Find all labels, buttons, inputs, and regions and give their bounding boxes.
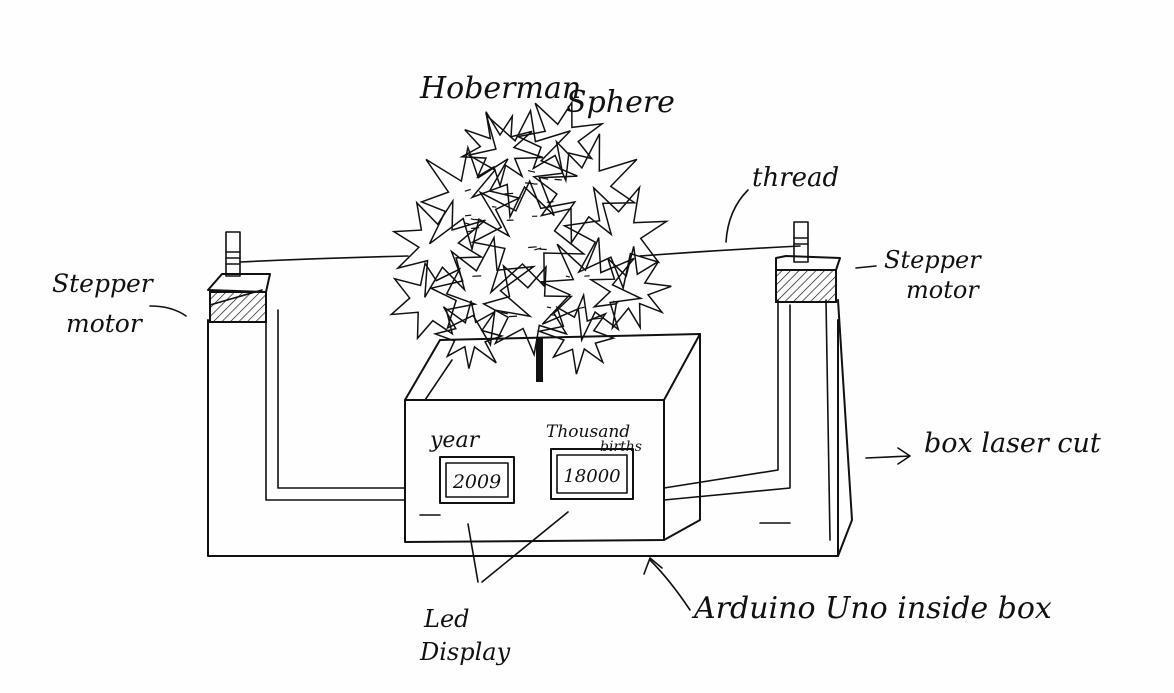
stepper-right-leader <box>855 265 877 269</box>
sphere-segment <box>515 99 605 184</box>
sphere-segment <box>459 111 544 189</box>
sphere-detail-mark <box>465 222 470 225</box>
arduino-arrow <box>643 557 691 611</box>
sphere-detail-mark <box>464 214 472 217</box>
sphere-detail-mark <box>508 315 518 318</box>
sphere-detail-mark <box>546 201 554 203</box>
births-caption-line1: Thousand <box>546 422 630 442</box>
births-caption-line2: births <box>600 439 642 455</box>
sphere-detail-mark <box>549 314 556 316</box>
sphere-detail-mark <box>578 306 585 310</box>
sphere-detail-mark <box>534 247 542 251</box>
sphere-segment <box>481 263 574 358</box>
stepper-left-label-line2: motor <box>66 309 144 338</box>
sphere-segment <box>419 144 522 253</box>
led-label-line2: Display <box>419 638 511 666</box>
sphere-detail-mark <box>474 218 480 221</box>
sphere-detail-mark <box>565 275 571 278</box>
sphere-detail-mark <box>467 230 474 233</box>
sphere-segment <box>432 300 505 369</box>
sphere-detail-mark <box>593 317 602 320</box>
arduino-label: Arduino Uno inside box <box>691 591 1052 626</box>
led-leader-2 <box>481 511 569 583</box>
sphere-detail-mark <box>527 170 536 173</box>
sphere-detail-mark <box>613 300 619 304</box>
sphere-label-line2: Sphere <box>566 85 675 120</box>
sphere-segment <box>588 246 672 331</box>
sphere-segment <box>428 235 537 348</box>
sphere-detail-mark <box>554 178 562 181</box>
births-display: 18000 <box>550 448 634 500</box>
box-laser-cut-label: box laser cut <box>924 428 1101 459</box>
hoberman-sphere-icon <box>389 99 672 375</box>
births-value: 18000 <box>563 466 620 487</box>
stepper-right-label-line1: Stepper <box>884 246 982 274</box>
sphere-detail-mark <box>464 188 471 192</box>
sphere-detail-mark <box>541 177 549 180</box>
thread-label: thread <box>752 163 839 193</box>
sphere-detail-mark <box>504 192 514 195</box>
box-arrow <box>865 447 911 465</box>
threads <box>239 245 801 263</box>
sphere-segment <box>531 133 638 246</box>
led-leader-1 <box>467 523 479 583</box>
sphere-segment <box>470 179 587 295</box>
sphere-detail-mark <box>524 182 534 185</box>
sphere-detail-mark <box>471 227 480 230</box>
sphere-detail-mark <box>500 311 508 315</box>
stepper-right-label-line2: motor <box>906 276 980 304</box>
sphere-segment <box>389 261 478 341</box>
stepper-motor-right <box>775 221 841 303</box>
sphere-detail-mark <box>470 218 476 221</box>
year-caption: year <box>429 428 481 453</box>
sphere-detail-mark <box>546 306 552 309</box>
central-box <box>404 333 701 543</box>
u-shaped-base <box>207 289 853 557</box>
sphere-support-rod <box>536 338 543 382</box>
sphere-label-line1: Hoberman <box>419 71 581 106</box>
stepper-left-leader <box>149 305 187 317</box>
sphere-detail-mark <box>528 246 537 249</box>
year-value: 2009 <box>452 471 501 493</box>
thread-leader <box>725 189 749 243</box>
sphere-segment <box>536 292 616 375</box>
year-display: 2009 <box>439 456 515 504</box>
sphere-detail-mark <box>492 206 497 208</box>
stepper-motor-left <box>207 231 271 323</box>
stepper-left-label-line1: Stepper <box>52 269 155 298</box>
sphere-segment <box>466 108 578 220</box>
led-label-line1: Led <box>423 605 470 633</box>
